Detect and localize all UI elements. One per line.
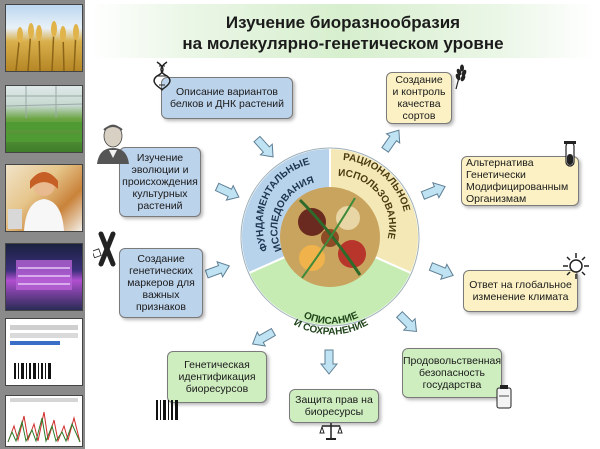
arrow-evolution (214, 182, 240, 201)
page-title-line2: на молекулярно-генетическом уровне (182, 34, 504, 53)
greenhouse-photo (5, 85, 83, 153)
arrow-markers (204, 260, 231, 279)
dna-icon (153, 61, 171, 91)
wheat-icon (455, 64, 467, 90)
chromosome-icon (93, 231, 116, 267)
gel-electrophoresis-photo (5, 243, 83, 311)
photo-strip (0, 0, 85, 449)
page-title-line1: Изучение биоразнообразия (225, 13, 461, 32)
wheat-field-photo (5, 4, 83, 72)
chromatogram-image (5, 395, 83, 447)
chromatogram-icon (7, 398, 81, 443)
arrows (204, 129, 454, 375)
wheat-ears-icon (15, 21, 79, 71)
seeds-photo (280, 187, 380, 287)
arrow-climate (428, 262, 454, 280)
marker-scheme-image (5, 318, 83, 386)
arrow-rights (319, 349, 339, 375)
barcode-icon (156, 400, 178, 420)
arrow-protein-dna (253, 135, 274, 158)
genetic-map-icon (10, 325, 78, 379)
arrow-food-security (395, 310, 418, 333)
arrow-quality (381, 129, 401, 153)
title-bar (90, 4, 596, 58)
segment-conservation-label1: ОПИСАНИЕ (302, 310, 360, 327)
arrow-gmo (420, 182, 446, 200)
portrait-icon (97, 124, 129, 164)
scales-icon (319, 423, 343, 440)
svg-text:ОПИСАНИЕ: ОПИСАНИЕ (302, 310, 360, 327)
sun-icon (563, 253, 589, 279)
gel-icon (16, 260, 72, 290)
test-tube-icon (564, 141, 576, 167)
lab-scientist-photo (5, 164, 83, 232)
scientist-icon (8, 172, 64, 231)
arrow-genetic-id (251, 327, 277, 347)
greenhouse-icon (6, 86, 82, 142)
bottle-icon (496, 385, 512, 409)
